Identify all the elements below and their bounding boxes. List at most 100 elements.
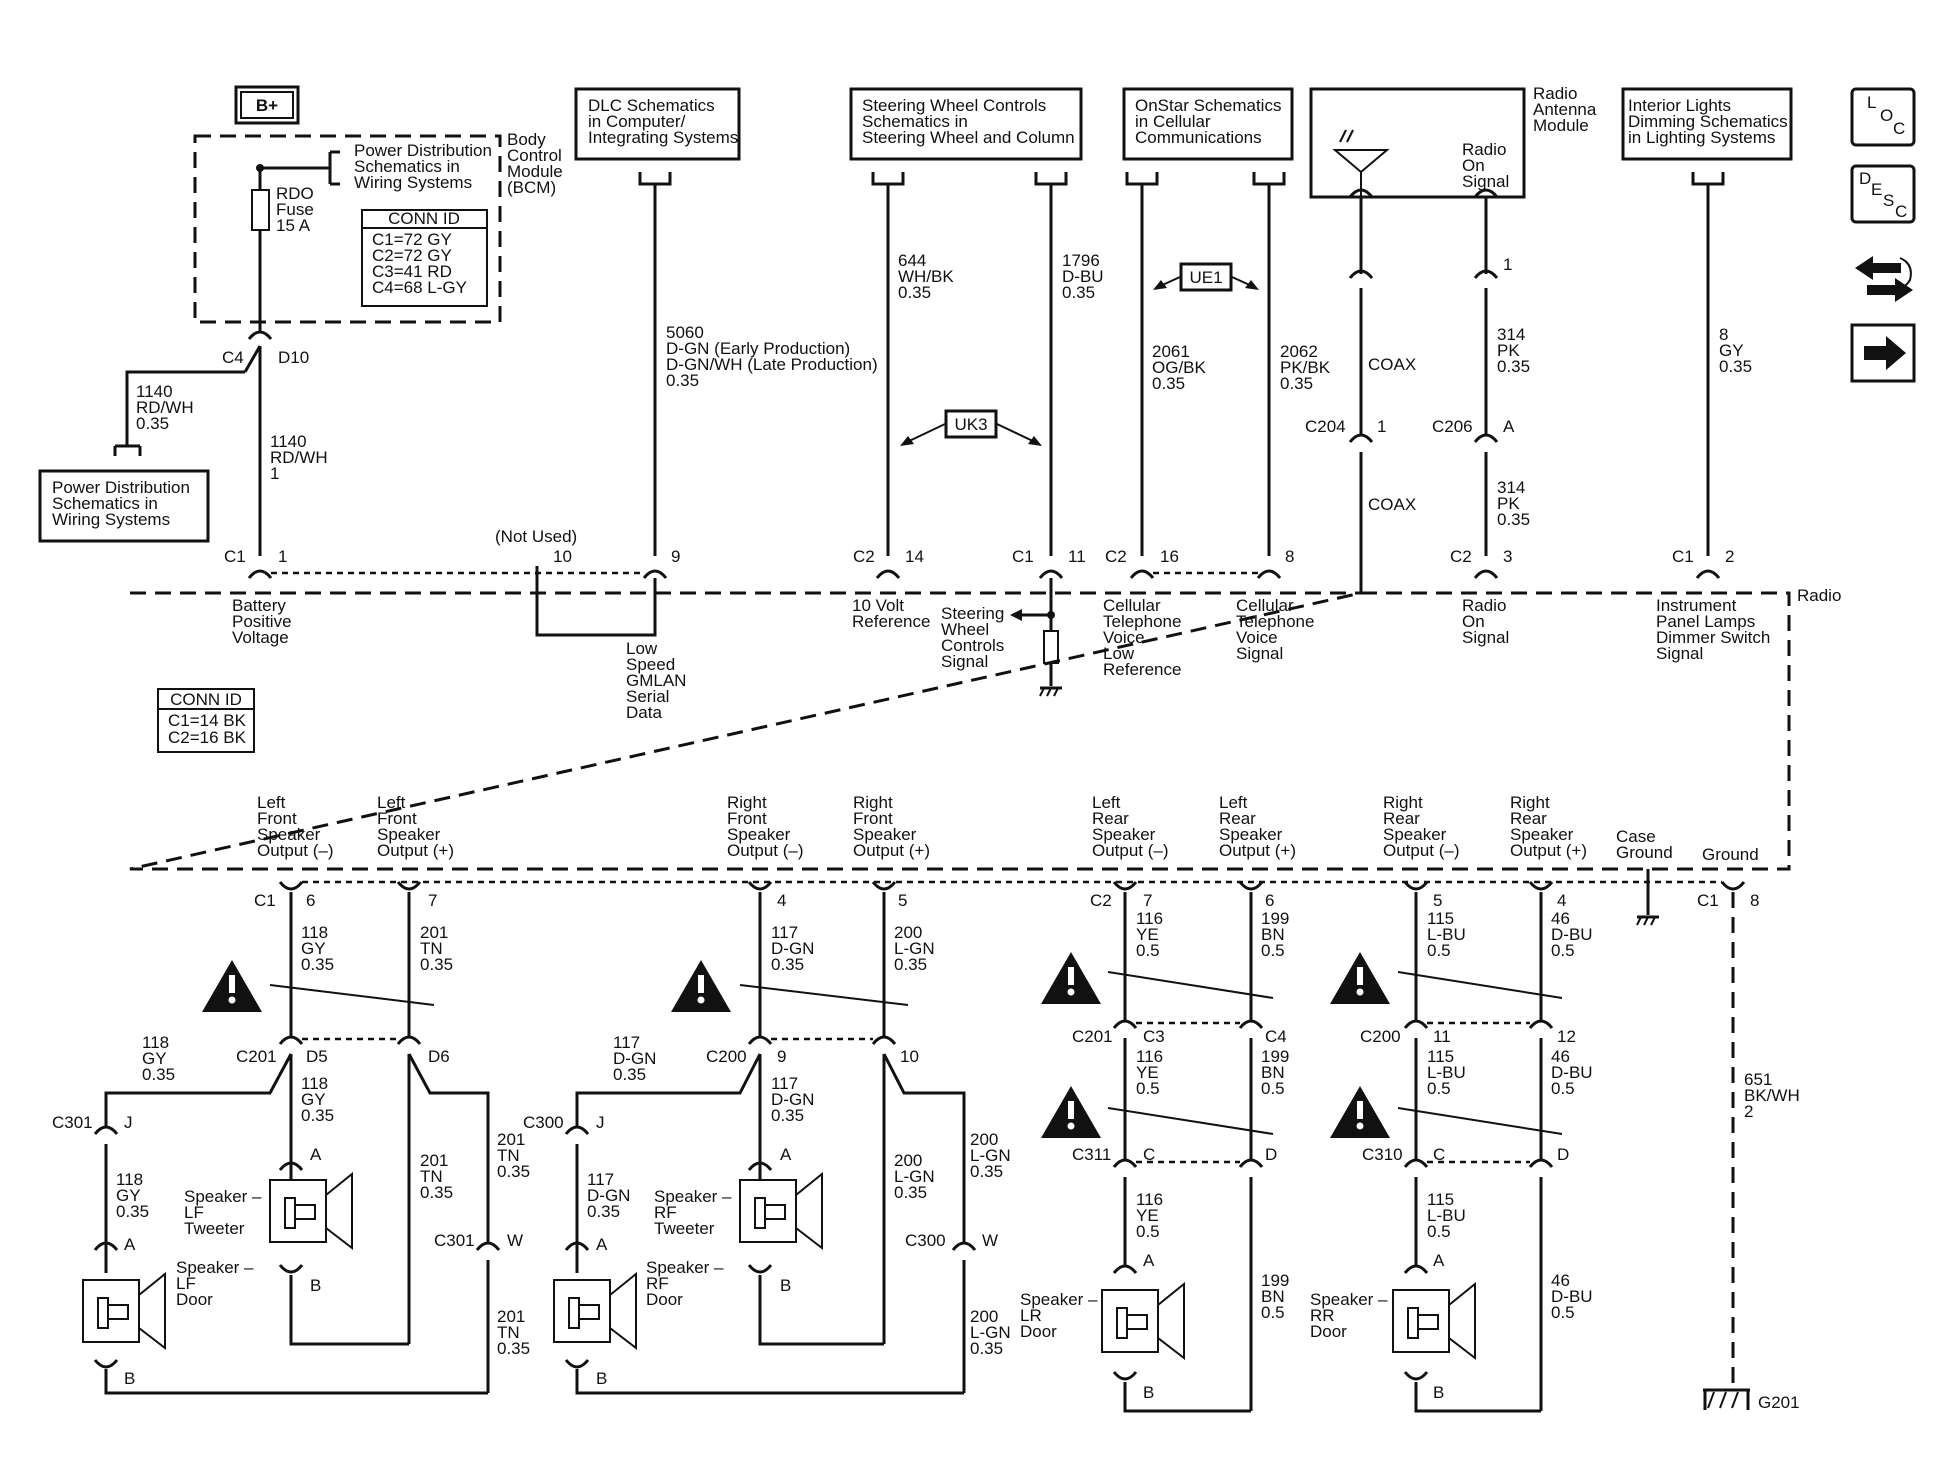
rf-door-pin-b-label: B bbox=[596, 1369, 607, 1388]
lr-door-return-wire bbox=[1123, 1382, 1251, 1413]
rf-door-return-wire bbox=[575, 1369, 964, 1395]
option-uk3: UK3 bbox=[954, 415, 987, 434]
lr-twisted-pair-symbol-lower bbox=[1041, 1086, 1274, 1138]
lf-door-pin-b-label: B bbox=[124, 1369, 135, 1388]
antenna-wave-2 bbox=[1346, 129, 1354, 143]
battery-power-label: B+ bbox=[256, 96, 278, 115]
option-ue1: UE1 bbox=[1189, 268, 1222, 287]
antenna-pin-1: 1 bbox=[1503, 255, 1512, 274]
radio-conn-battery bbox=[247, 569, 273, 579]
radio-pin-8-cell: 8 bbox=[1285, 547, 1294, 566]
connector-c201-d6 bbox=[396, 1035, 422, 1045]
ue1-arrowhead-left bbox=[1153, 280, 1167, 290]
rf-pin-5: 5 bbox=[898, 891, 907, 910]
c310-label: C310 bbox=[1362, 1145, 1403, 1164]
c310-pin-d: D bbox=[1557, 1145, 1569, 1164]
wire-1140-tap bbox=[243, 345, 262, 373]
lf-door-return-wire bbox=[104, 1369, 488, 1395]
lf-tweeter-pin-b bbox=[278, 1264, 304, 1274]
lr-door-pin-a-label: A bbox=[1143, 1251, 1155, 1270]
lr-pin-6: 6 bbox=[1265, 891, 1274, 910]
c201-label-lf: C201 bbox=[236, 1047, 277, 1066]
rf-tweeter-pin-b-label: B bbox=[780, 1276, 791, 1295]
c201-pin-c3: C3 bbox=[1143, 1027, 1165, 1046]
radio-pin-11: 11 bbox=[1068, 547, 1086, 566]
lf-tweeter-return bbox=[289, 1275, 409, 1346]
uk3-arrowhead-left bbox=[900, 436, 914, 446]
wire-117-to-door bbox=[575, 1053, 762, 1127]
lf-pin-6: 6 bbox=[306, 891, 315, 910]
location-icon[interactable] bbox=[1850, 87, 1916, 147]
radio-pin-14: 14 bbox=[905, 547, 924, 566]
c300-pin-w: W bbox=[982, 1231, 998, 1250]
radio-c2-label-on: C2 bbox=[1450, 547, 1472, 566]
interior-lights-reference-box bbox=[1621, 87, 1793, 161]
connector-c204 bbox=[1348, 433, 1374, 443]
lf-door-speaker-icon bbox=[82, 1271, 166, 1351]
component-swap-icon[interactable] bbox=[1855, 256, 1913, 302]
rr-door-pin-b-label: B bbox=[1433, 1383, 1444, 1402]
radio-c1-label-swc: C1 bbox=[1012, 547, 1034, 566]
c200-pin-12: 12 bbox=[1557, 1027, 1576, 1046]
radio-pin-2: 2 bbox=[1725, 547, 1734, 566]
connector-c4-d10 bbox=[247, 330, 273, 340]
radio-conn-gmlan bbox=[642, 569, 668, 579]
pd-left-reference-box bbox=[38, 469, 210, 543]
gmlan-internal-loop bbox=[535, 578, 657, 637]
rf-tweeter-pin-b bbox=[747, 1264, 773, 1274]
pin-ground: Ground bbox=[1702, 845, 1759, 864]
c301-label-j: C301 bbox=[52, 1113, 93, 1132]
rr-twisted-pair-symbol-upper bbox=[1330, 952, 1563, 1004]
option-uk3-box bbox=[944, 409, 998, 439]
rf-door-speaker-icon bbox=[553, 1271, 637, 1351]
loc-letter-o: O bbox=[1880, 106, 1893, 125]
interior-bracket bbox=[1691, 172, 1725, 186]
lr-pin-7: 7 bbox=[1143, 891, 1152, 910]
swc-reference-box bbox=[849, 87, 1083, 161]
c201-pin-c4: C4 bbox=[1265, 1027, 1287, 1046]
description-icon[interactable] bbox=[1850, 164, 1916, 224]
c200-pin-10: 10 bbox=[900, 1047, 919, 1066]
connector-c200-10 bbox=[871, 1035, 897, 1045]
rf-twisted-pair-symbol bbox=[671, 960, 909, 1012]
gnd-pin-8: 8 bbox=[1750, 891, 1759, 910]
c204-label: C204 bbox=[1305, 417, 1346, 436]
lf-tweeter-speaker-icon bbox=[269, 1171, 353, 1251]
c300-label-w: C300 bbox=[905, 1231, 946, 1250]
radio-c1-label-ipl: C1 bbox=[1672, 547, 1694, 566]
lr-door-pin-a bbox=[1112, 1264, 1138, 1274]
desc-letter-c: C bbox=[1895, 202, 1907, 221]
radio-conn-lr-neg bbox=[1112, 881, 1138, 891]
bcm-conn-id-box bbox=[361, 209, 488, 307]
desc-letter-s: S bbox=[1883, 191, 1894, 210]
radio-pin-3: 3 bbox=[1503, 547, 1512, 566]
c204-pin: 1 bbox=[1377, 417, 1386, 436]
onstar-bracket-right bbox=[1252, 172, 1286, 186]
lf-twisted-pair-symbol bbox=[202, 960, 435, 1012]
c301-pin-j: J bbox=[124, 1113, 133, 1132]
